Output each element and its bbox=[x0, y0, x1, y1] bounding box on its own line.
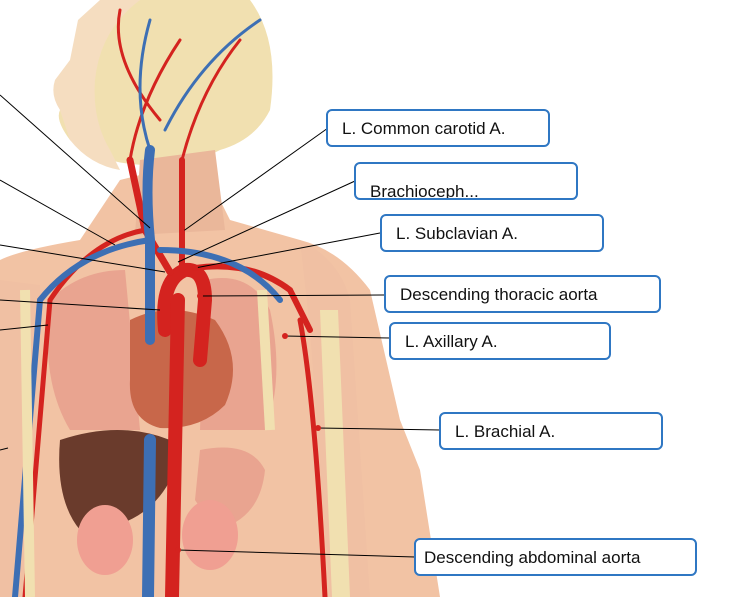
label-descending-abdominal-text: Descending abdominal aorta bbox=[424, 547, 641, 567]
marker-dot-abdominal bbox=[175, 547, 181, 553]
label-brachiocephalic-text: Brachioceph... bbox=[370, 181, 479, 200]
leader-line-axillary bbox=[284, 335, 391, 339]
label-common-carotid: L. Common carotid A. bbox=[326, 109, 550, 147]
leader-line-left-2 bbox=[0, 179, 116, 246]
label-common-carotid-text: L. Common carotid A. bbox=[342, 118, 506, 138]
leader-line-descending-abdominal bbox=[177, 549, 416, 558]
head-skull bbox=[58, 0, 273, 165]
humerus bbox=[320, 310, 350, 597]
label-descending-thoracic: Descending thoracic aorta bbox=[384, 275, 661, 313]
marker-dot-thoracic bbox=[197, 293, 203, 299]
face-outline bbox=[53, 0, 141, 170]
leader-line-left-1 bbox=[0, 94, 151, 229]
spine-column-left bbox=[257, 289, 275, 431]
left-kidney bbox=[182, 500, 238, 570]
label-brachiocephalic: Brachioceph... bbox=[354, 162, 578, 200]
label-brachial-text: L. Brachial A. bbox=[455, 421, 556, 441]
spine-column-right bbox=[20, 289, 35, 597]
brachial-artery bbox=[297, 317, 328, 597]
leader-line-subclavian bbox=[194, 232, 381, 269]
left-subclavian-vein bbox=[157, 247, 283, 303]
head-vein-branch bbox=[138, 18, 262, 152]
label-brachial: L. Brachial A. bbox=[439, 412, 663, 450]
leader-line-left-5 bbox=[0, 324, 49, 331]
leader-line-descending-thoracic bbox=[199, 294, 386, 297]
right-kidney bbox=[77, 505, 133, 575]
leader-line-left-6 bbox=[0, 447, 9, 451]
label-axillary: L. Axillary A. bbox=[389, 322, 611, 360]
leader-line-brachial bbox=[317, 427, 441, 431]
head-artery-branch bbox=[116, 8, 242, 162]
marker-dot-axillary bbox=[282, 333, 288, 339]
label-subclavian-text: L. Subclavian A. bbox=[396, 223, 518, 243]
descending-aorta-path bbox=[165, 293, 185, 597]
label-descending-abdominal: Descending abdominal aorta bbox=[414, 538, 697, 576]
marker-dot-subclavian bbox=[192, 265, 198, 271]
subclavian-vein bbox=[12, 237, 153, 597]
label-axillary-text: L. Axillary A. bbox=[405, 331, 498, 351]
marker-dot-brachial bbox=[315, 425, 321, 431]
marker-dot-common-carotid bbox=[179, 229, 185, 235]
right-lung bbox=[47, 270, 140, 430]
label-descending-thoracic-text: Descending thoracic aorta bbox=[400, 284, 598, 304]
leader-line-common-carotid bbox=[181, 127, 329, 233]
superior-vena-cava bbox=[142, 145, 155, 345]
leader-line-left-4 bbox=[0, 299, 161, 311]
label-subclavian: L. Subclavian A. bbox=[380, 214, 604, 252]
inferior-vena-cava bbox=[142, 434, 156, 597]
leader-line-left-3 bbox=[0, 244, 166, 273]
leader-line-brachiocephalic bbox=[177, 180, 356, 263]
